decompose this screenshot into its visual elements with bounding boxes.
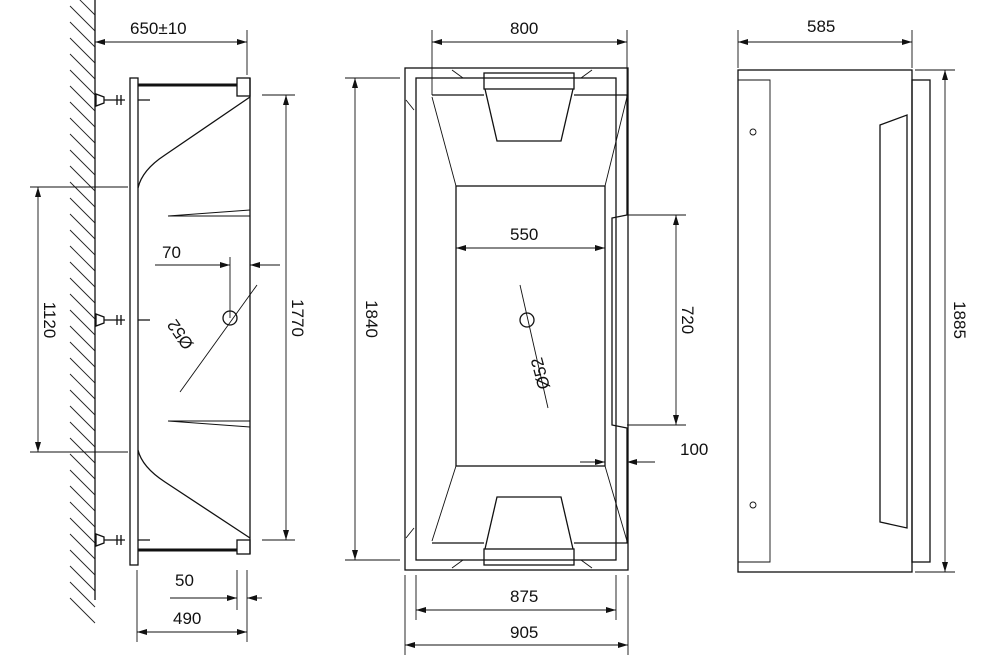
dim-rim-label: 50	[175, 571, 194, 590]
dim-drain-offset-label: 70	[162, 243, 181, 262]
hatch-line	[69, 549, 96, 576]
dim-length-label: 1770	[288, 299, 307, 337]
hatch-line	[69, 581, 96, 608]
hatch-line	[69, 565, 96, 592]
end-inner-line	[738, 79, 771, 563]
rib-top	[167, 209, 251, 217]
dim-inner-width-label: 800	[510, 19, 538, 38]
tub-profile-top	[137, 96, 251, 189]
hatch-line	[69, 5, 96, 32]
dim-drain-diameter-label: Ø52	[163, 316, 197, 353]
dim-depth-label: 490	[173, 609, 201, 628]
dim-width-label: 585	[807, 17, 835, 36]
dim-rim-width-label: 875	[510, 587, 538, 606]
inner-rim	[415, 77, 617, 561]
hatch-line	[69, 149, 96, 176]
end-panel	[737, 69, 913, 573]
hatch-line	[69, 85, 96, 112]
wall-brackets	[95, 93, 150, 547]
side-view: 650±10 1120 1770 70 Ø52 50 490	[30, 0, 307, 642]
hatch-line	[69, 517, 96, 544]
hatch-line	[79, 0, 96, 16]
hatch-line	[69, 501, 96, 528]
headrest-top-cushion	[484, 88, 574, 142]
dim-line-drain-diameter	[179, 284, 258, 393]
hatch-line	[69, 325, 96, 352]
bracket-icon	[95, 313, 150, 327]
hatch-line	[69, 341, 96, 368]
dim-line-drain-diameter	[519, 284, 549, 409]
hatch-line	[69, 437, 96, 464]
bracket-icon	[95, 533, 150, 547]
hatch-line	[69, 533, 96, 560]
bracket-icon	[95, 93, 150, 107]
dim-bracket-spacing-label: 1120	[40, 302, 59, 339]
dim-step-depth-label: 100	[680, 440, 708, 459]
basin-outline	[432, 94, 628, 544]
top-view: 800 550 1840 720 Ø52 100 875 905	[345, 19, 708, 655]
dim-step-length-label: 720	[678, 306, 697, 334]
dim-width-label: 650±10	[130, 19, 187, 38]
outer-rim	[404, 67, 629, 571]
rim-cap-bottom	[236, 539, 251, 555]
hatch-line	[69, 213, 96, 240]
hatch-line	[69, 133, 96, 160]
hatch-line	[69, 261, 96, 288]
hatch-line	[69, 309, 96, 336]
end-profile	[879, 114, 908, 529]
dim-drain-diameter-label: Ø52	[527, 355, 554, 391]
hatch-line	[69, 245, 96, 272]
wall-hatch	[69, 0, 96, 624]
mount-hole	[749, 128, 757, 136]
drain-circle	[519, 312, 535, 328]
headrest-top	[483, 72, 575, 90]
support-panel	[129, 77, 139, 566]
dim-length-label: 1840	[362, 300, 381, 338]
mount-hole	[749, 501, 757, 509]
hatch-line	[69, 453, 96, 480]
rim-cap-top	[236, 77, 251, 97]
hatch-line	[69, 277, 96, 304]
end-view: 585 1885	[737, 17, 969, 573]
hatch-line	[69, 69, 96, 96]
hatch-line	[69, 389, 96, 416]
tub-profile-bottom	[137, 449, 251, 539]
hatch-line	[69, 229, 96, 256]
hatch-line	[69, 181, 96, 208]
hatch-line	[69, 405, 96, 432]
hatch-line	[69, 357, 96, 384]
dim-length-label: 1885	[950, 301, 969, 339]
hatch-line	[69, 117, 96, 144]
hatch-line	[69, 597, 96, 624]
hatch-line	[69, 373, 96, 400]
dim-floor-width-label: 550	[510, 225, 538, 244]
hatch-line	[69, 37, 96, 64]
hatch-line	[69, 469, 96, 496]
hatch-line	[69, 293, 96, 320]
hatch-line	[69, 197, 96, 224]
hatch-line	[69, 101, 96, 128]
headrest-bottom-cushion	[484, 496, 574, 550]
basin-floor	[455, 185, 606, 467]
hatch-line	[69, 21, 96, 48]
dim-overall-width-label: 905	[510, 623, 538, 642]
hatch-line	[69, 421, 96, 448]
hatch-line	[69, 485, 96, 512]
hatch-line	[69, 53, 96, 80]
rib-bottom	[167, 420, 251, 428]
headrest-bottom	[483, 548, 575, 566]
end-rim	[911, 79, 931, 563]
